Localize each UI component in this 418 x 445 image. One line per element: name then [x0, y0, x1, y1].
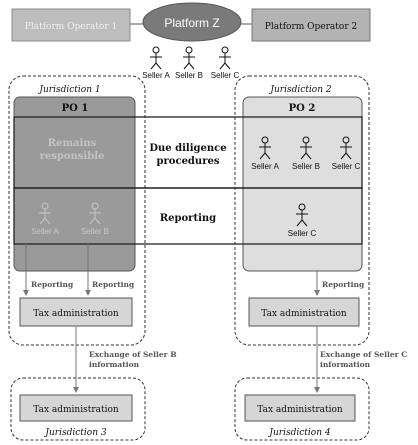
jurisdiction-4-label: Jurisdiction 4: [267, 428, 330, 438]
left-reporting-b-label: Reporting: [92, 280, 135, 289]
bottom-left-tax-admin-box: [19, 394, 133, 422]
top-seller-b-label: Seller B: [175, 71, 203, 80]
remains-responsible-line1: Remains: [48, 138, 97, 149]
right-tax-admin-label: Tax administration: [261, 309, 347, 319]
due-diligence-label-line1: Due diligence: [149, 143, 226, 154]
seller-icon: [296, 203, 308, 227]
seller-icon: [89, 202, 101, 225]
seller-icon: [150, 46, 162, 70]
seller-icon: [219, 46, 231, 70]
seller-icon: [39, 202, 51, 225]
platform-operator-1-box: [11, 8, 131, 42]
left-tax-admin-box: [19, 297, 133, 327]
po2-box: [242, 96, 363, 272]
top-seller-a-label: Seller A: [142, 71, 170, 80]
bottom-right-tax-admin-box: [244, 394, 356, 422]
jurisdiction-3-container: [10, 377, 146, 441]
left-seller-b-label: Seller B: [81, 227, 109, 236]
jurisdiction-1-label: Jurisdiction 1: [37, 85, 100, 95]
po2-label: PO 2: [289, 103, 316, 114]
platform-z-label: Platform Z: [164, 16, 219, 30]
seller-icon: [340, 136, 352, 160]
seller-icon: [259, 136, 271, 160]
seller-icon: [183, 46, 195, 70]
due-diligence-label-line2: procedures: [157, 156, 220, 167]
left-tax-admin-label: Tax administration: [33, 309, 119, 319]
platform-operator-2-label: Platform Operator 2: [265, 22, 357, 32]
platform-operator-2-box: [251, 8, 371, 42]
remains-responsible-line2: responsible: [40, 151, 105, 162]
right-seller-b-label: Seller B: [292, 162, 320, 171]
jurisdiction-2-container: [234, 75, 370, 346]
jurisdiction-1-container: [8, 75, 146, 346]
left-seller-a-label: Seller A: [31, 227, 59, 236]
right-reporting-label: Reporting: [322, 280, 365, 289]
right-tax-admin-box: [248, 297, 360, 327]
seller-icon: [300, 136, 312, 160]
po1-box: [13, 96, 136, 272]
platform-operator-1-label: Platform Operator 1: [25, 22, 117, 32]
reporting-band-label: Reporting: [160, 213, 216, 224]
platform-z-ellipse: [142, 2, 242, 42]
reporting-band: [13, 187, 363, 245]
jurisdiction-4-container: [234, 377, 370, 441]
bottom-left-tax-admin-label: Tax administration: [33, 405, 119, 415]
left-exchange-line1: Exchange of Seller B: [89, 350, 177, 359]
right-reporting-seller-c-label: Seller C: [288, 229, 317, 238]
po1-label: PO 1: [62, 103, 89, 114]
jurisdiction-2-label: Jurisdiction 2: [268, 85, 331, 95]
left-exchange-line2: information: [89, 360, 140, 369]
right-seller-a-label: Seller A: [251, 162, 279, 171]
jurisdiction-3-label: Jurisdiction 3: [43, 428, 106, 438]
bottom-right-tax-admin-label: Tax administration: [257, 405, 343, 415]
left-reporting-a-label: Reporting: [31, 280, 74, 289]
right-seller-c-label: Seller C: [332, 162, 361, 171]
right-exchange-line2: information: [320, 360, 371, 369]
top-seller-c-label: Seller C: [211, 71, 240, 80]
right-exchange-line1: Exchange of Seller C: [320, 350, 407, 359]
